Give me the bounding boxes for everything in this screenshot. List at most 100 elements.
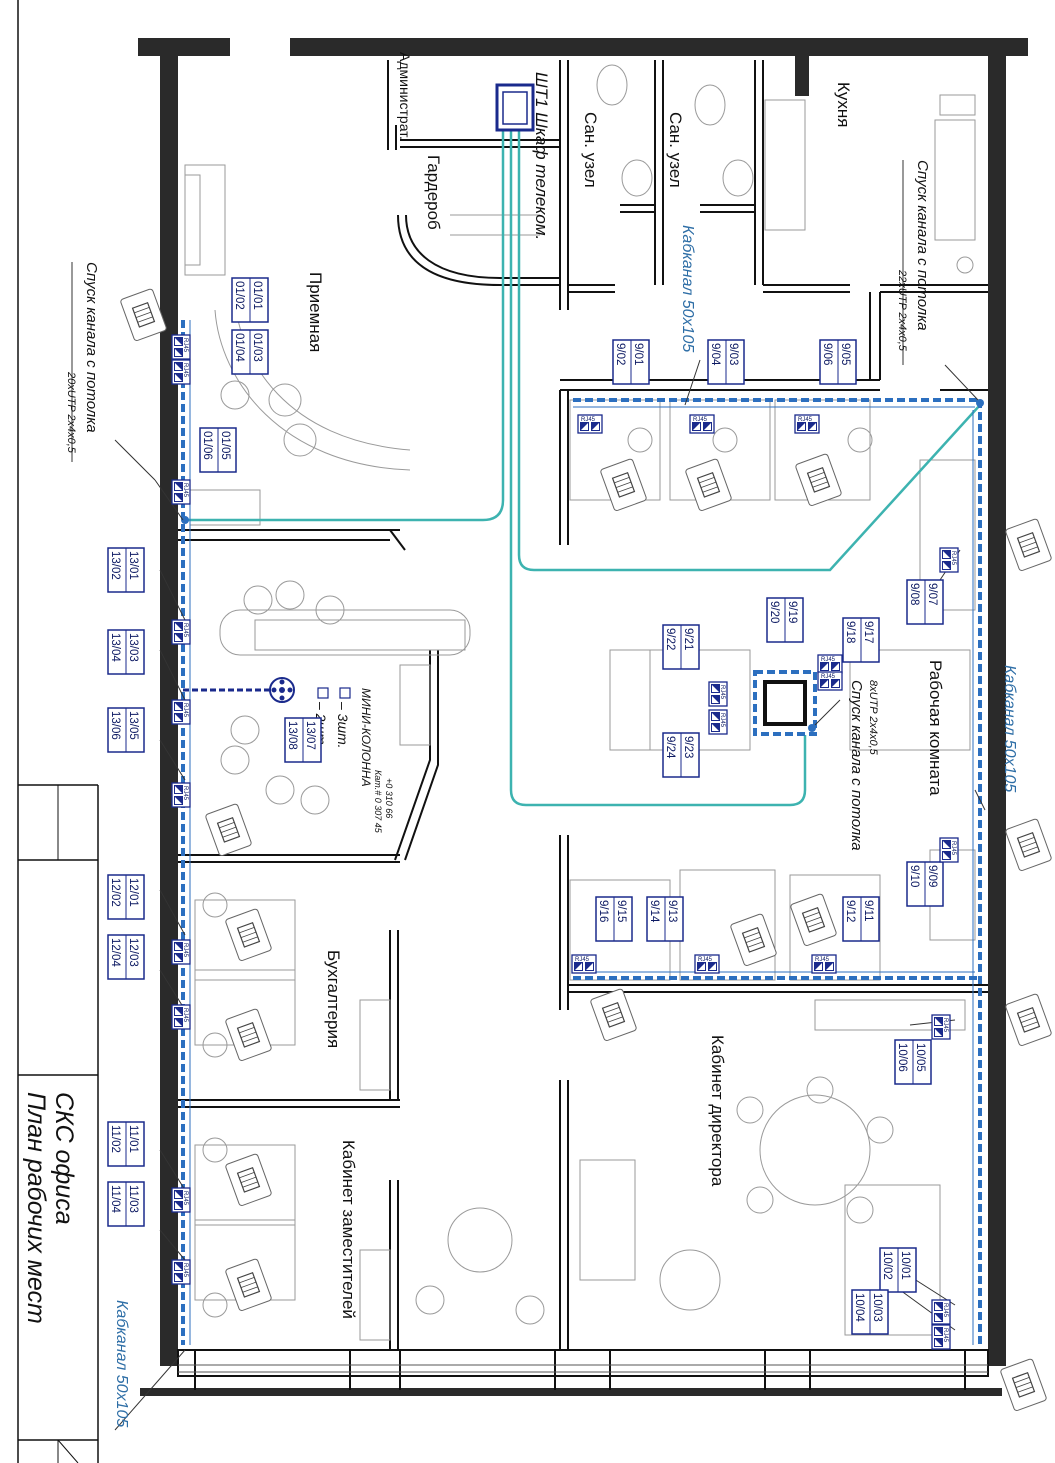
rj45-socket: RJ45 [811,954,837,974]
rj45-socket: RJ45 [577,414,603,434]
rj45-label: RJ45 [182,483,188,498]
workstation-icon [590,988,637,1042]
outlet-code-a: 13/05 [127,711,139,740]
outlet-code-b: 01/04 [233,333,245,362]
room-wardrobe: Гардероб [424,155,443,230]
rj45-label: RJ45 [182,1263,188,1278]
rj45-label: RJ45 [942,1328,948,1343]
interior-walls [178,60,988,1350]
outlet-code-b: 10/04 [853,1293,865,1322]
drop-marker-center [808,724,816,732]
rj45-label: RJ45 [693,417,708,423]
outlet-code-b: 9/22 [664,628,676,650]
outlet-code-a: 13/03 [127,633,139,662]
workstation-icon [225,1258,272,1312]
rj45-label: RJ45 [815,957,830,963]
rj45-label: RJ45 [182,623,188,638]
rj45-label: RJ45 [798,417,813,423]
workstation-icon [1000,1358,1047,1412]
outlet-code-a: 01/01 [251,281,263,310]
rj45-label: RJ45 [950,551,956,566]
outlet-code-b: 11/02 [109,1125,121,1153]
rj45-socket: RJ45 [171,334,191,360]
rj45-label: RJ45 [942,1303,948,1318]
rj45-socket: RJ45 [689,414,715,434]
rj45-socket: RJ45 [939,837,959,863]
rj45-socket: RJ45 [939,547,959,573]
rj45-label: RJ45 [942,1018,948,1033]
outlet-code-a: 9/23 [682,736,694,758]
workstation-icon [600,458,647,512]
workstation-icon [225,908,272,962]
title-line-1: СКС офиса [50,1092,78,1225]
rj45-label: RJ45 [719,713,725,728]
room-wc2: Сан. узел [666,112,685,188]
outlet-code-b: 9/24 [664,736,676,759]
mini-column-label: МИНИ-КОЛОННА [359,688,373,787]
room-workroom: Рабочая комната [926,660,945,796]
title-line-2: План рабочих мест [22,1092,50,1324]
qty-a-label: – 3шт. [335,701,351,748]
central-column [763,680,807,726]
mini-column-art: Кат.# 0 307 45 [373,770,383,834]
rj45-label: RJ45 [182,943,188,958]
rj45-socket: RJ45 [694,954,720,974]
outlet-code-b: 10/06 [896,1043,908,1072]
drop-right-sub: 22хUTP 2х4х0,5 [896,269,908,352]
drop-center-label: Спуск канала с потолка [848,680,865,851]
outlet-code-b: 9/12 [844,900,856,922]
annotations: Кабканал 50х105 Кабканал 50х105 Кабканал… [65,160,1018,1427]
rj45-label: RJ45 [698,957,713,963]
outlet-code-b: 13/02 [109,551,121,580]
rj45-socket: RJ45 [171,479,191,505]
room-cabinet: ШТ1 Шкаф телеком. [532,72,551,240]
outlet-code-a: 9/05 [839,343,851,365]
outlet-code-a: 13/01 [127,551,139,580]
outlet-code-b: 12/04 [109,938,121,967]
furniture [184,64,976,1341]
room-accounting: Бухгалтерия [324,950,343,1048]
room-labels: Администрат. Гардероб ШТ1 Шкаф телеком. … [306,52,945,1319]
rj45-label: RJ45 [821,657,836,663]
rj45-socket: RJ45 [794,414,820,434]
drop-right-label: Спуск канала с потолка [914,160,931,331]
drop-marker-right [976,399,984,407]
outlet-code-b: 9/16 [597,900,609,922]
outlet-code-b: 01/06 [201,431,213,460]
outlet-code-a: 12/01 [127,878,139,907]
rj45-label: RJ45 [182,1191,188,1206]
outlet-9-23: 9/23 9/24 RJ45 [662,709,728,778]
outlet-code-b: 9/02 [614,343,626,365]
rj45-label: RJ45 [950,841,956,856]
rj45-socket: RJ45 [171,1004,191,1030]
outlet-code-a: 9/15 [615,900,627,922]
rj45-label: RJ45 [821,674,836,680]
rj45-socket: RJ45 [931,1014,951,1040]
rj45-socket: RJ45 [817,654,843,674]
room-kitchen: Кухня [834,82,853,128]
mini-column-symbol [269,677,295,703]
outlet-code-a: 9/21 [682,628,694,650]
outlet-code-b: 10/02 [881,1251,893,1280]
rj45-socket: RJ45 [171,1187,191,1213]
outlet-code-a: 9/03 [727,343,739,365]
workstation-icon [1005,993,1052,1047]
room-wc1: Сан. узел [581,112,600,188]
rj45-label: RJ45 [575,957,590,963]
outlet-code-a: 9/07 [926,583,938,605]
